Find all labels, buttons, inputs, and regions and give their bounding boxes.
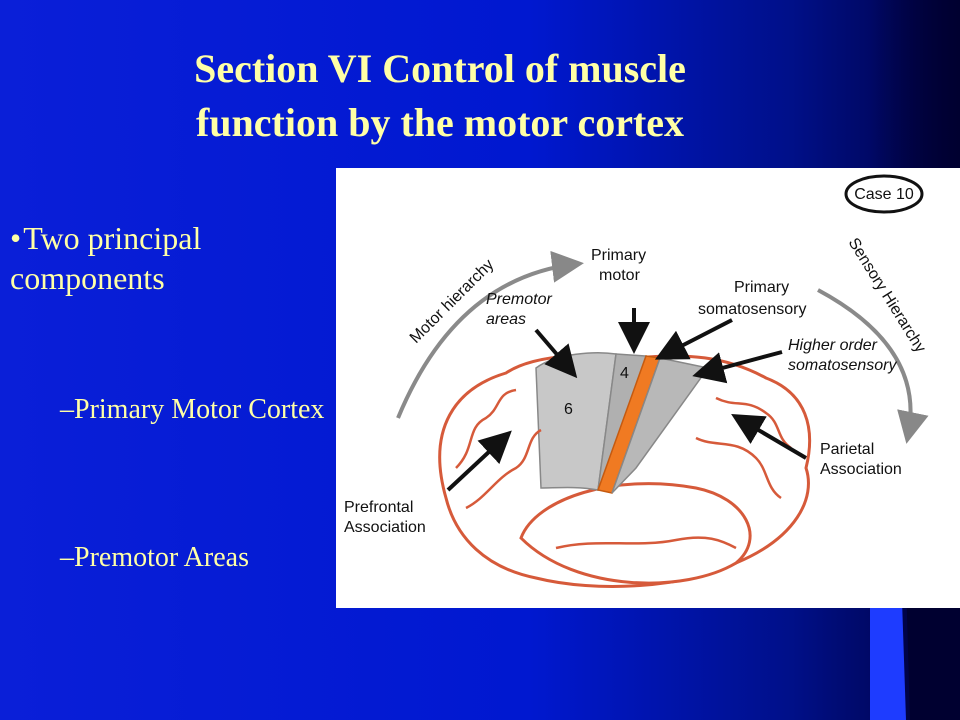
motor-hierarchy-arc (396, 250, 584, 419)
higher-order-label-2: somatosensory (788, 357, 897, 374)
premotor-label-2: areas (486, 311, 526, 328)
parietal-label-2: Association (820, 461, 902, 478)
primary-motor-label-2: motor (599, 267, 641, 284)
title-line-1: Section VI Control of muscle (194, 46, 686, 91)
brain-diagram-svg: Case 10 Motor hierarchy Sensory Hierarch… (344, 174, 929, 588)
primary-motor-label-1: Primary (591, 247, 646, 264)
case-label: Case 10 (854, 186, 914, 203)
prefrontal-label-1: Prefrontal (344, 499, 413, 516)
brain-diagram: Case 10 Motor hierarchy Sensory Hierarch… (336, 168, 960, 608)
bullet-main-text: Two principal components (10, 220, 202, 296)
arrow-prefrontal (446, 430, 512, 492)
case-badge: Case 10 (844, 174, 924, 214)
prefrontal-label-2: Association (344, 519, 426, 536)
area-4-label: 4 (620, 365, 629, 382)
bullet-list: •Two principal components –Primary Motor… (10, 218, 330, 573)
arrow-higher-order (692, 350, 783, 384)
higher-order-label-1: Higher order (788, 337, 878, 354)
arrow-parietal (731, 413, 808, 460)
primary-somatosensory-label-1: Primary (734, 279, 789, 296)
brain-illustration: 6 4 (438, 352, 812, 588)
primary-somatosensory-label-2: somatosensory (698, 301, 807, 318)
title-line-2: function by the motor cortex (195, 100, 685, 145)
bullet-main: •Two principal components (10, 218, 330, 298)
sensory-hierarchy-arc (817, 288, 929, 444)
sub-bullet-premotor: –Premotor Areas (60, 542, 249, 573)
parietal-label-1: Parietal (820, 441, 874, 458)
premotor-label-1: Premotor (486, 291, 552, 308)
sub-bullet-primary-motor: –Primary Motor Cortex (60, 394, 325, 425)
arrow-primary-somatosensory (654, 318, 733, 360)
bullet-dot: • (10, 220, 22, 256)
arrow-premotor (534, 328, 578, 379)
slide-title: Section VI Control of muscle function by… (0, 42, 880, 150)
area-6-label: 6 (564, 401, 573, 418)
